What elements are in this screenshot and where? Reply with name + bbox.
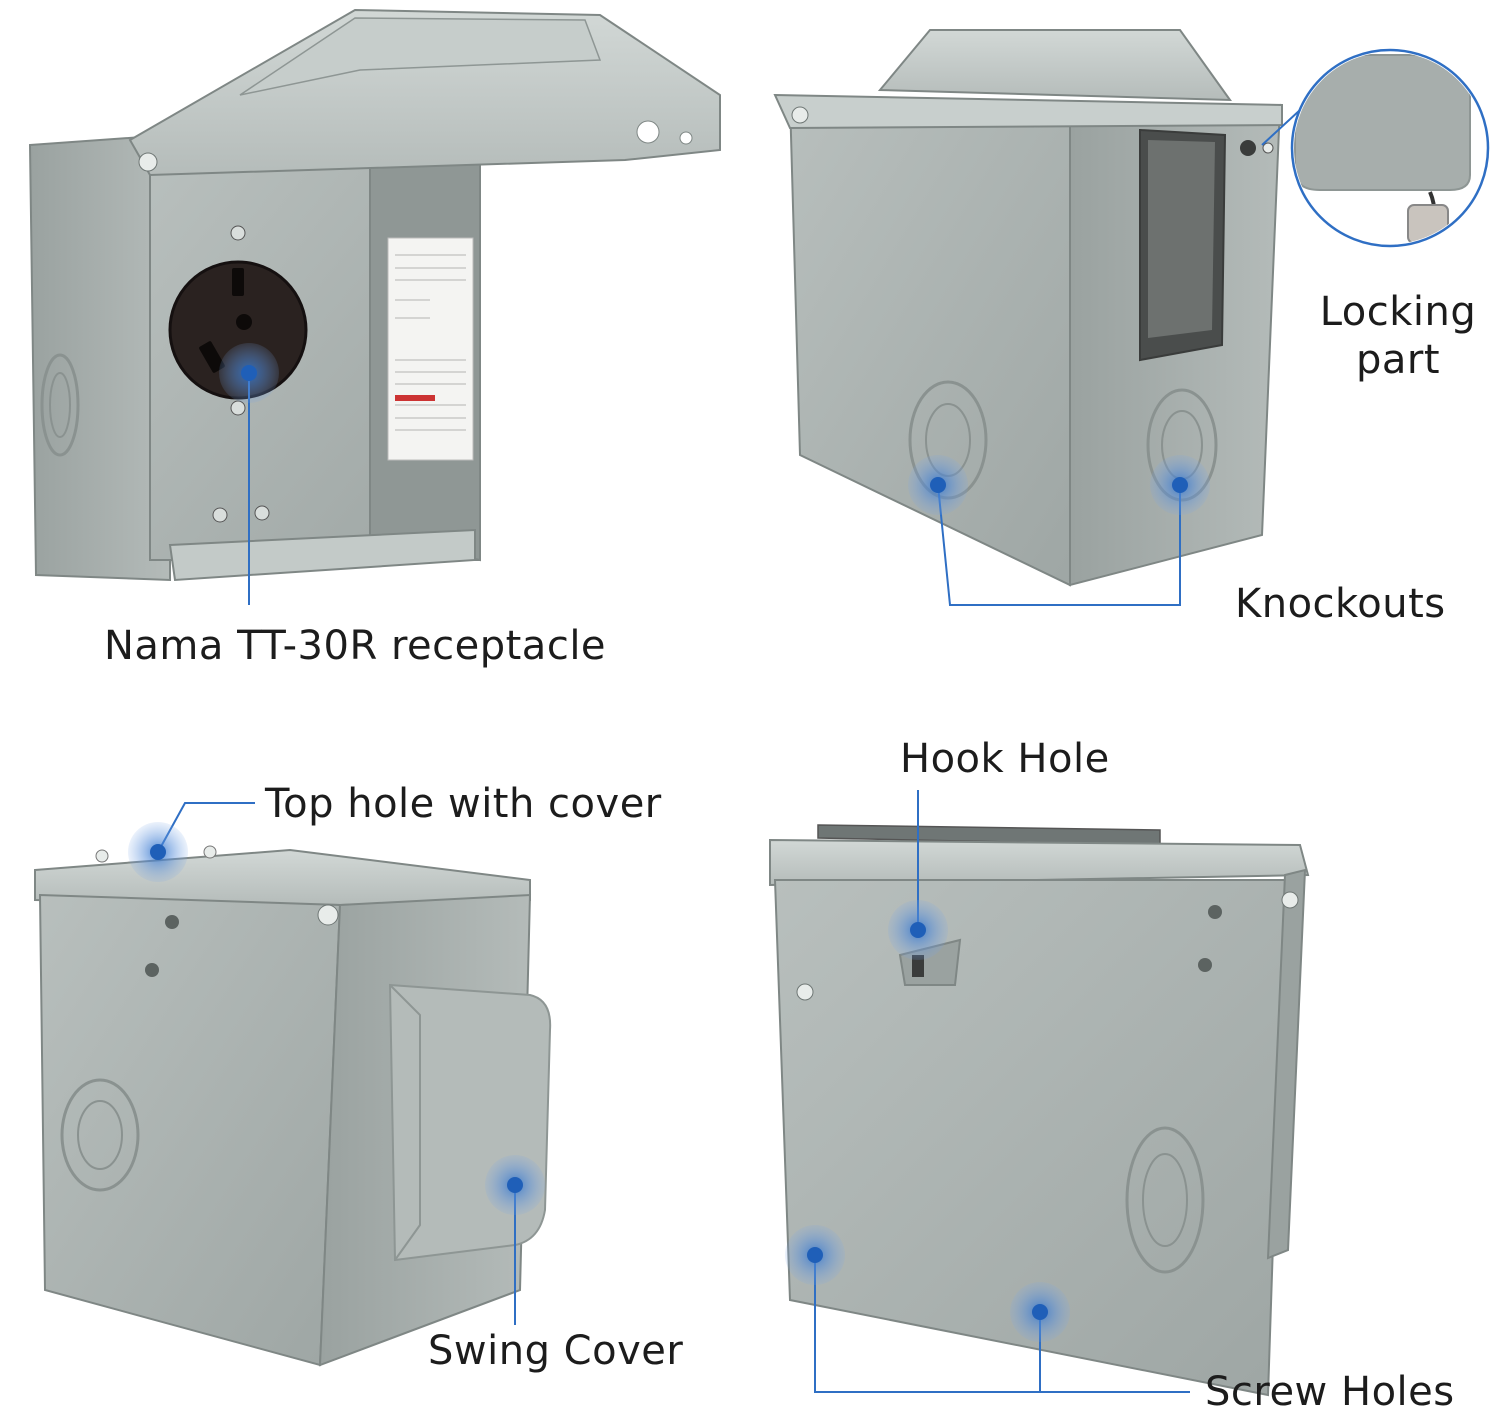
panel-hook-hole-view — [769, 790, 1310, 1397]
panel-closed-enclosure — [773, 29, 1490, 606]
callout-screw-holes-label: Screw Holes — [1205, 1369, 1455, 1413]
panel-swing-cover-view — [34, 802, 552, 1367]
panel-receptacle-enclosure — [28, 8, 721, 605]
callout-receptacle-label: Nama TT-30R receptacle — [104, 623, 607, 669]
callout-knockouts-label: Knockouts — [1235, 581, 1446, 627]
callout-swing-cover-label: Swing Cover — [428, 1328, 684, 1374]
callout-hook-hole-label: Hook Hole — [900, 736, 1110, 782]
callout-locking-part-label: Locking part — [1319, 289, 1477, 383]
callout-top-hole-label: Top hole with cover — [265, 781, 662, 827]
